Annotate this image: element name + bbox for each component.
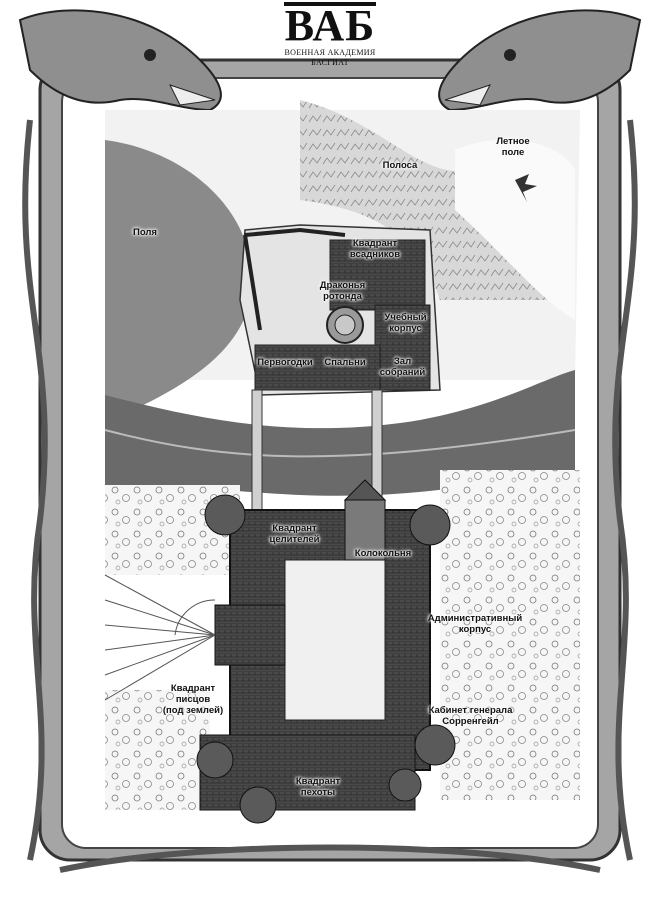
logo-line-1: ВОЕННАЯ АКАДЕМИЯ (284, 48, 376, 57)
label-pervogodki: Первогодки (257, 357, 313, 368)
tower-s-icon (239, 786, 277, 824)
label-admin-korpus: Административный корпус (427, 613, 523, 635)
label-kvadrant-vsadnikov: Квадрант всадников (349, 238, 401, 260)
label-kvadrant-tseliteley: Квадрант целителей (269, 523, 320, 545)
forest (105, 470, 580, 810)
tower-nw-icon (204, 494, 246, 536)
label-kabinet: Кабинет генерала Сорренгейл (428, 705, 513, 727)
label-letnoe-pole: Летное поле (496, 136, 530, 158)
academic-wing-building (374, 304, 431, 391)
logo-line-2: БАСГИАТ (311, 58, 349, 67)
tower-sw-icon (196, 741, 234, 779)
dragon-head-right-icon (438, 9, 642, 112)
river-gorge (104, 370, 576, 496)
scribes-entrance (214, 604, 286, 666)
riders-quadrant-building (329, 239, 426, 311)
bell-tower-icon (344, 499, 386, 561)
label-drakonya-rotonda: Драконья ротонда (319, 280, 366, 302)
logo-monogram: ВАБ (270, 2, 390, 48)
lower-citadel (196, 479, 456, 824)
infantry-wing (199, 734, 416, 811)
label-polya: Поля (133, 227, 157, 238)
courtyard (284, 559, 386, 721)
academy-logo: ВАБ ВОЕННАЯ АКАДЕМИЯ БАСГИАТ (270, 2, 390, 68)
label-spalni: Спальни (324, 357, 366, 368)
dormitories-building (254, 344, 381, 391)
runway-rocks (300, 100, 560, 300)
label-kvadrant-pekhoty: Квадрант пехоты (295, 776, 341, 798)
label-uchebny-korpus: Учебный корпус (384, 312, 427, 334)
dragon-head-left-icon (18, 9, 222, 112)
label-kolokolnya: Колокольня (354, 548, 412, 559)
upper-fortress (239, 224, 441, 396)
fields-area (105, 140, 252, 420)
label-zal-sobraniy: Зал собраний (379, 356, 426, 378)
tower-ne-icon (409, 504, 451, 546)
flight-field-area (455, 139, 575, 320)
label-kvadrant-pistsov: Квадрант писцов (под землей) (162, 683, 224, 716)
label-polosa: Полоса (382, 160, 418, 171)
dragon-icon (515, 174, 537, 202)
radial-lines (104, 574, 216, 701)
tower-se-icon (414, 724, 456, 766)
